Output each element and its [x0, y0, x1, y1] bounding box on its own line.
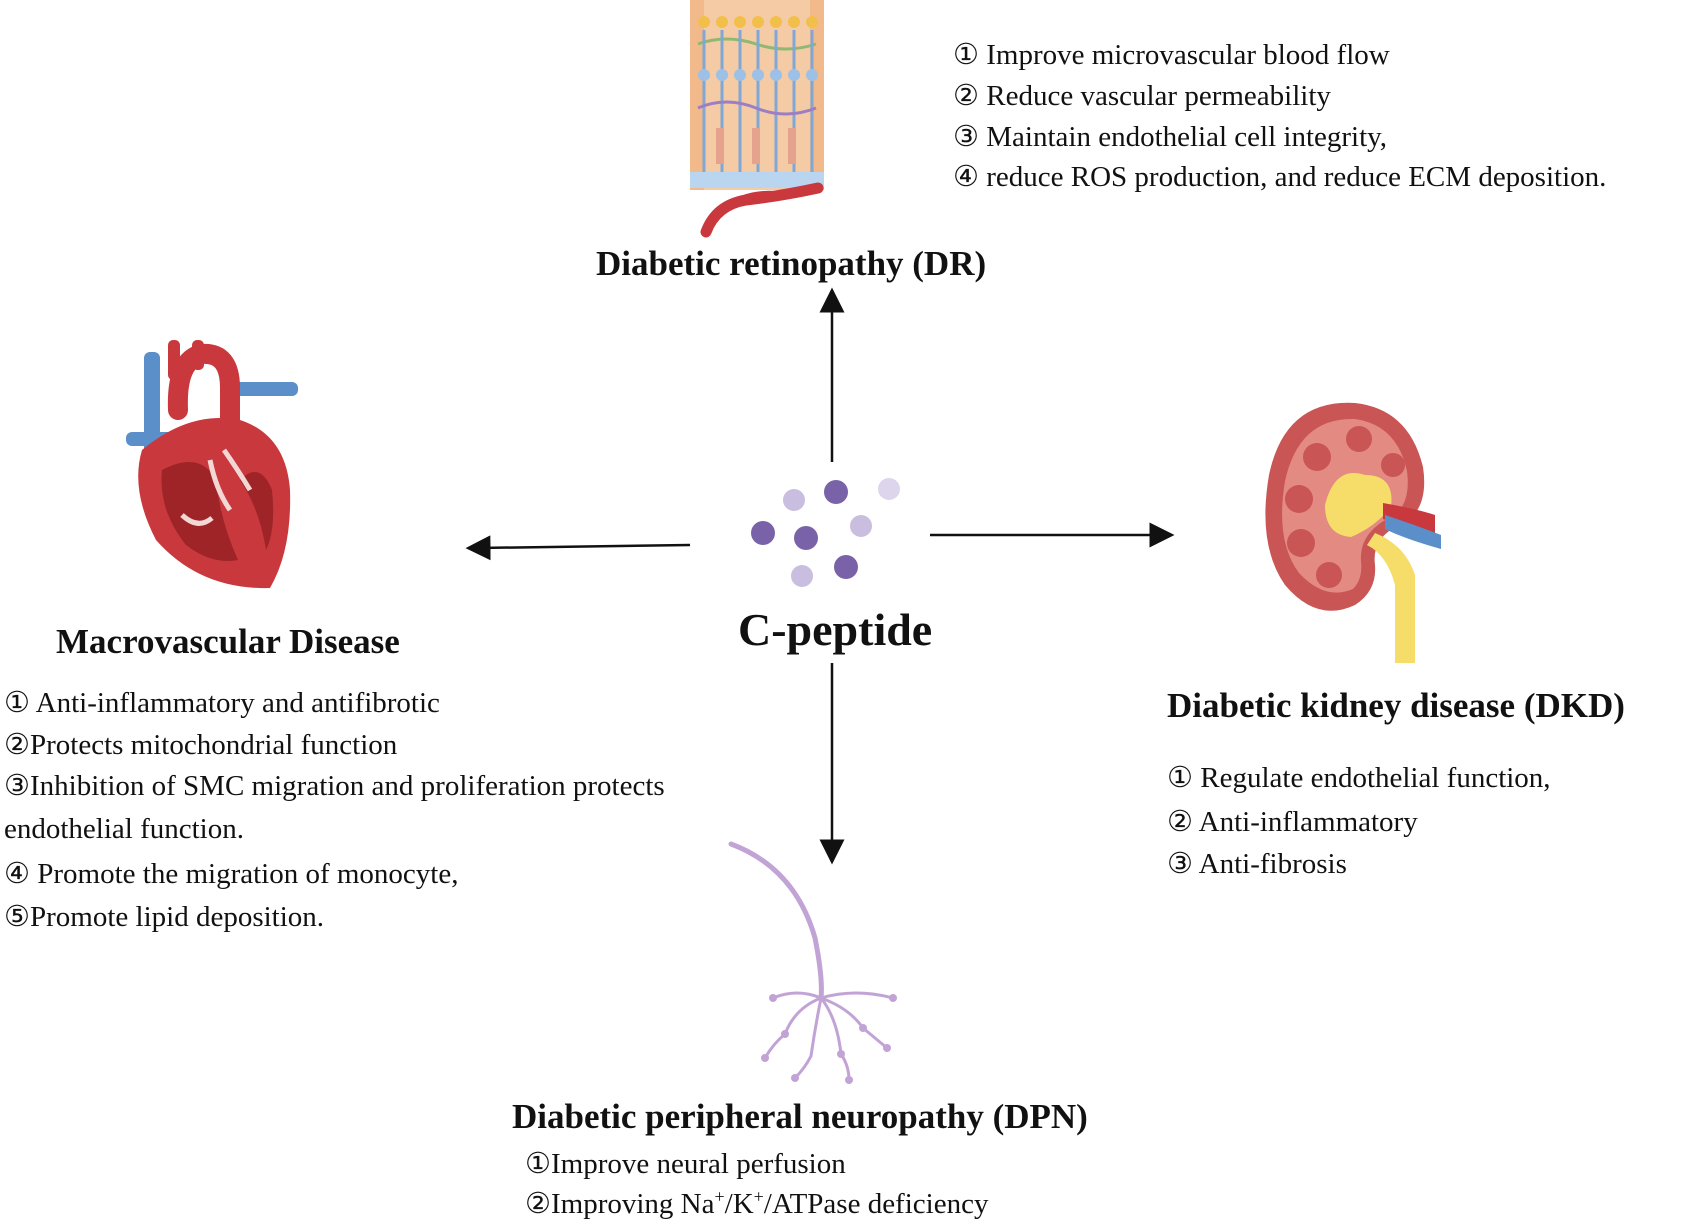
retinopathy-title: Diabetic retinopathy (DR)	[596, 244, 987, 283]
macrovascular-item-4: ④ Promote the migration of monocyte,	[4, 858, 459, 890]
retinopathy-item-1: ① Improve microvascular blood flow	[953, 39, 1390, 71]
kidney-item-3: ③ Anti-fibrosis	[1167, 848, 1347, 880]
kidney-item-1: ① Regulate endothelial function,	[1167, 762, 1551, 794]
retinopathy-item-4: ④ reduce ROS production, and reduce ECM …	[953, 161, 1607, 193]
macrovascular-item-2: ②Protects mitochondrial function	[4, 729, 398, 761]
kidney-title: Diabetic kidney disease (DKD)	[1167, 686, 1625, 725]
retinopathy-item-3: ③ Maintain endothelial cell integrity,	[953, 121, 1388, 153]
macrovascular-title: Macrovascular Disease	[56, 622, 400, 661]
kidney-icon	[1265, 402, 1441, 663]
retinopathy-item-2: ② Reduce vascular permeability	[953, 80, 1331, 112]
arrow-to-macrovascular	[465, 535, 691, 561]
center-label: C-peptide	[738, 604, 933, 655]
neuropathy-item-2-sup-1: +	[714, 1186, 725, 1207]
neuropathy-title: Diabetic peripheral neuropathy (DPN)	[512, 1097, 1088, 1136]
retina-icon	[690, 0, 824, 238]
neuropathy-item-2-suffix: /ATPase deficiency	[763, 1188, 989, 1220]
neuron-icon	[728, 841, 897, 1084]
kidney-item-2: ② Anti-inflammatory	[1167, 806, 1418, 838]
c-peptide-molecules-icon	[751, 478, 900, 587]
macrovascular-item-1: ① Anti-inflammatory and antifibrotic	[4, 687, 440, 719]
neuropathy-item-2-prefix: ②Improving Na	[525, 1188, 715, 1220]
heart-icon	[126, 340, 298, 589]
macrovascular-item-3: ③Inhibition of SMC migration and prolife…	[4, 770, 665, 845]
neuropathy-item-1: ①Improve neural perfusion	[525, 1148, 846, 1180]
neuropathy-item-2: ②Improving Na+/K+/ATPase deficiency	[525, 1187, 989, 1220]
neuropathy-item-2-mid: /K	[724, 1188, 754, 1220]
neuropathy-item-2-sup-2: +	[753, 1186, 764, 1207]
macrovascular-item-5: ⑤Promote lipid deposition.	[4, 901, 325, 933]
